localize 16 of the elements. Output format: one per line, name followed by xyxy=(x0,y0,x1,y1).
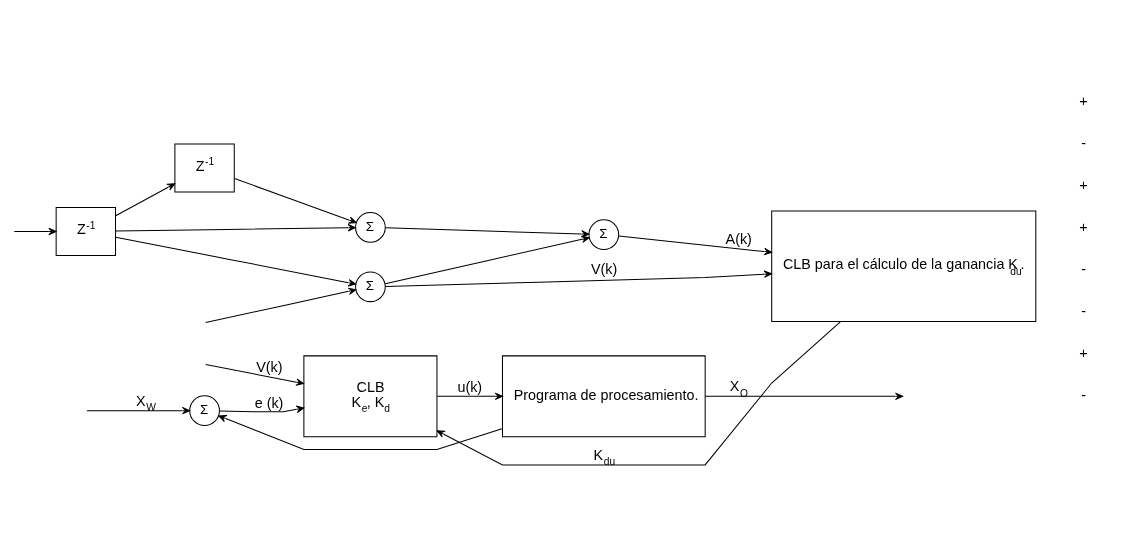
edge-label: u(k) xyxy=(457,378,483,395)
label: + xyxy=(1079,344,1088,361)
label: - xyxy=(1081,302,1087,319)
label: + xyxy=(1079,176,1088,193)
edge-label: A(k) xyxy=(725,230,752,247)
label: - xyxy=(1081,386,1087,403)
edge-label: X$_{O}$ xyxy=(729,377,748,399)
label: - xyxy=(1081,260,1087,277)
label: - xyxy=(1081,134,1087,151)
label: + xyxy=(1079,92,1088,109)
edge-label: K$_{du}$ xyxy=(593,446,616,467)
label: + xyxy=(1079,218,1088,235)
edge-label: X$_{W}$ xyxy=(135,392,156,413)
edge-label: V(k) xyxy=(256,358,283,375)
edge-label: V(k) xyxy=(591,260,618,277)
edge-label: e (k) xyxy=(254,394,284,411)
